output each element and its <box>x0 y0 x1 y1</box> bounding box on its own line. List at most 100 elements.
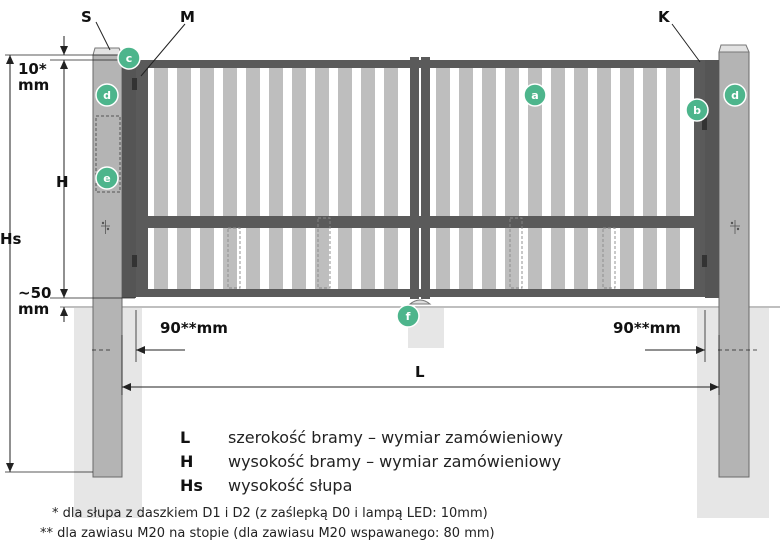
picket <box>200 68 214 289</box>
top-rail <box>136 60 705 68</box>
top-gap-unit: mm <box>18 76 49 94</box>
badge-e: e <box>95 166 119 190</box>
badge-d-left: d <box>95 83 119 107</box>
badge-c-label: c <box>126 52 133 65</box>
badge-d-left-label: d <box>103 89 111 102</box>
badge-c: c <box>117 46 141 70</box>
picket <box>505 68 519 289</box>
hs-label: Hs <box>0 230 22 248</box>
badge-d-right-label: d <box>731 89 739 102</box>
right-post <box>718 51 750 478</box>
legend-symbol: L <box>180 428 191 447</box>
label-m: M <box>180 8 195 26</box>
left-offset-arrow <box>136 346 145 354</box>
badge-f-label: f <box>406 310 411 323</box>
bottom-gap-unit: mm <box>18 300 49 318</box>
right-hinge-top <box>702 118 707 130</box>
picket <box>436 68 450 289</box>
legend-text: wysokość bramy – wymiar zamówieniowy <box>228 452 562 471</box>
top-gap-arrow <box>60 46 68 55</box>
badge-d-right: d <box>723 83 747 107</box>
badge-b: b <box>685 98 709 122</box>
left-wing-stile <box>136 60 148 297</box>
right-offset-arrow <box>696 346 705 354</box>
bottom-rail <box>136 289 705 297</box>
picket <box>384 68 398 289</box>
legend-text: szerokość bramy – wymiar zamówieniowy <box>228 428 563 447</box>
footnote-2: ** dla zawiasu M20 na stopie (dla zawias… <box>40 526 495 541</box>
badge-a-label: a <box>531 89 538 102</box>
picket <box>177 68 191 289</box>
right-hinge-bottom <box>702 255 707 267</box>
picket <box>551 68 565 289</box>
legend-symbol: Hs <box>180 476 203 495</box>
hs-arrow-bottom <box>6 463 14 472</box>
picket <box>482 68 496 289</box>
footnotes: * dla słupa z daszkiem D1 i D2 (z zaślep… <box>40 504 495 544</box>
label-s: S <box>81 8 92 26</box>
center-stile-left <box>410 57 419 299</box>
badge-e-label: e <box>103 172 110 185</box>
picket <box>246 68 260 289</box>
legend-text: wysokość słupa <box>228 476 353 495</box>
left-post-mount-icon <box>101 220 110 234</box>
right-post-mount-icon <box>730 220 740 234</box>
picket <box>597 68 611 289</box>
gate-background <box>136 60 705 297</box>
left-post-box <box>95 115 121 193</box>
right-post-cap <box>718 44 750 53</box>
top-gap-value: 10* <box>18 60 47 78</box>
footnote-1: * dla słupa z daszkiem D1 i D2 (z zaślep… <box>52 506 488 521</box>
left-hinge-bottom <box>132 255 137 267</box>
l-arrow-right <box>710 383 719 391</box>
badge-b-label: b <box>693 104 701 117</box>
picket <box>620 68 634 289</box>
h-label: H <box>56 173 69 191</box>
picket <box>292 68 306 289</box>
gate <box>132 57 707 299</box>
m-leader <box>140 23 186 77</box>
legend-row-hs: Hs wysokość słupa <box>180 474 563 498</box>
picket <box>361 68 375 289</box>
h-arrow-bottom <box>60 289 68 298</box>
picket <box>315 68 329 289</box>
right-side-profile <box>705 60 719 298</box>
left-hinge-top <box>132 78 137 90</box>
center-stile-right <box>421 57 430 299</box>
right-offset-label: 90**mm <box>613 319 681 337</box>
picket <box>528 68 542 289</box>
picket <box>459 68 473 289</box>
left-offset-label: 90**mm <box>160 319 228 337</box>
bottom-gap-arrow <box>60 307 68 316</box>
s-leader <box>95 21 111 51</box>
picket <box>154 68 168 289</box>
picket <box>338 68 352 289</box>
picket <box>666 68 680 289</box>
h-arrow-top <box>60 60 68 69</box>
hs-arrow-top <box>6 55 14 64</box>
picket <box>643 68 657 289</box>
l-label: L <box>415 363 425 381</box>
badge-f: f <box>396 304 420 328</box>
legend-symbol: H <box>180 452 194 471</box>
left-side-profile <box>122 60 136 298</box>
left-post-cap <box>92 47 123 56</box>
badge-a: a <box>523 83 547 107</box>
l-arrow-left <box>122 383 131 391</box>
middle-rail <box>136 216 705 228</box>
picket <box>223 68 237 289</box>
pickets <box>154 68 680 289</box>
bottom-gap-value: ~50 <box>18 284 51 302</box>
ground-stopper <box>408 299 432 305</box>
picket <box>574 68 588 289</box>
label-k: K <box>658 8 671 26</box>
right-wing-stile <box>694 60 705 297</box>
internal-braces <box>227 217 616 289</box>
left-post <box>92 54 123 478</box>
k-leader <box>671 23 701 63</box>
picket <box>269 68 283 289</box>
